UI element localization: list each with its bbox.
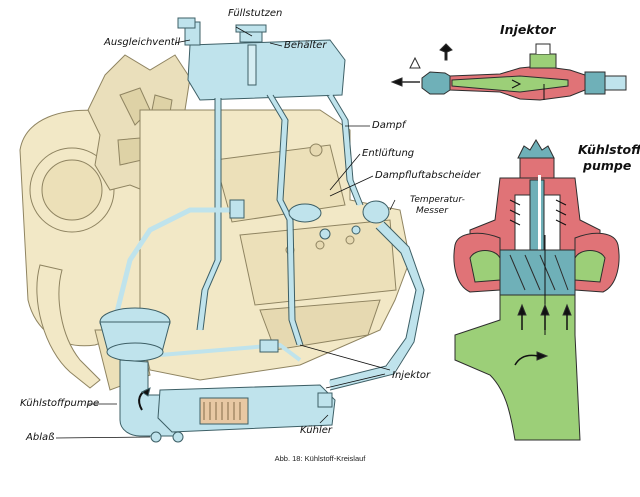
label-kuehler: Kühler [300,425,333,436]
radiator [150,384,336,443]
inset-title-pumpe-line1: Kühlstoff- [578,142,640,157]
label-temperatur-line1: Temperatur- [410,195,465,205]
inset-title-pumpe-line2: pumpe [583,158,632,173]
label-fuellstutzen: Füllstutzen [228,8,283,19]
figure-caption: Abb. 18: Kühlstoff-Kreislauf [274,454,366,463]
coolant-pipes [112,93,425,391]
label-behaelter: Behälter [284,40,327,51]
kuehlstoffpumpe-inset [453,139,620,441]
label-temperatur-line2: Messer [416,206,448,216]
injektor-inset [390,43,627,101]
label-dampf: Dampf [372,120,406,131]
coolant-tank [177,17,346,101]
label-dampfluftabscheider: Dampfluftabscheider [375,170,481,181]
label-ablass: Ablaß [26,432,55,443]
label-injektor: Injektor [392,370,431,381]
inset-title-injektor: Injektor [500,22,556,37]
label-kuehlstoffpumpe: Kühlstoffpumpe [20,398,100,409]
leader-lines [55,26,396,439]
label-ausgleichventil: Ausgleichventil [104,37,181,48]
label-entlueftung: Entlüftung [362,148,415,159]
fittings [229,199,390,353]
